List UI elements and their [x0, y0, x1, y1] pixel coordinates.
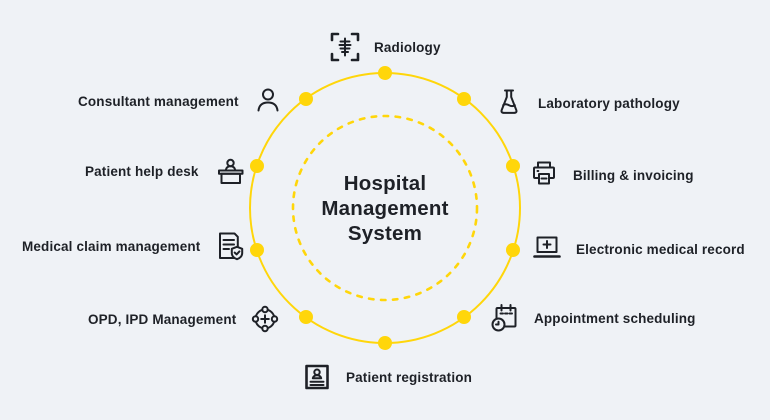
item-electronic-medical-record: Electronic medical record	[530, 232, 745, 266]
item-label: Electronic medical record	[576, 241, 745, 257]
item-label: Laboratory pathology	[538, 95, 680, 111]
item-medical-claim-management: Medical claim management	[22, 229, 246, 263]
node-dot	[378, 336, 392, 350]
item-label: Medical claim management	[22, 238, 201, 254]
item-label: Patient registration	[346, 369, 473, 385]
item-radiology: Radiology	[328, 30, 441, 64]
item-patient-registration: Patient registration	[300, 360, 472, 394]
node-dot	[250, 243, 264, 257]
item-opd-ipd-management: OPD, IPD Management	[88, 302, 282, 336]
inner-dashed-circle	[291, 114, 479, 302]
item-appointment-scheduling: Appointment scheduling	[488, 301, 696, 335]
item-consultant-management: Consultant management	[78, 84, 285, 118]
claim-document-shield-icon	[212, 229, 246, 263]
node-dot	[506, 159, 520, 173]
center-title: Hospital Management System	[321, 172, 449, 245]
radiology-scan-icon	[328, 30, 362, 64]
item-label: Appointment scheduling	[534, 310, 696, 326]
node-dot	[457, 92, 471, 106]
node-dot	[378, 66, 392, 80]
item-label: Radiology	[374, 39, 441, 55]
item-label: OPD, IPD Management	[88, 311, 237, 327]
item-patient-help-desk: Patient help desk	[85, 154, 245, 188]
patient-id-card-icon	[300, 360, 334, 394]
item-label: Consultant management	[78, 93, 239, 109]
node-dot	[250, 159, 264, 173]
item-label: Billing & invoicing	[573, 167, 694, 183]
item-billing-invoicing: Billing & invoicing	[527, 158, 694, 192]
consultant-person-icon	[251, 84, 285, 118]
node-dot	[299, 92, 313, 106]
printer-icon	[527, 158, 561, 192]
lab-flask-icon	[492, 86, 526, 120]
node-dot	[299, 310, 313, 324]
node-dot	[457, 310, 471, 324]
opd-ipd-target-icon	[248, 302, 282, 336]
help-desk-icon	[211, 154, 245, 188]
item-laboratory-pathology: Laboratory pathology	[492, 86, 680, 120]
item-label: Patient help desk	[85, 163, 199, 179]
node-dot	[506, 243, 520, 257]
calendar-clock-icon	[488, 301, 522, 335]
laptop-medical-icon	[530, 232, 564, 266]
